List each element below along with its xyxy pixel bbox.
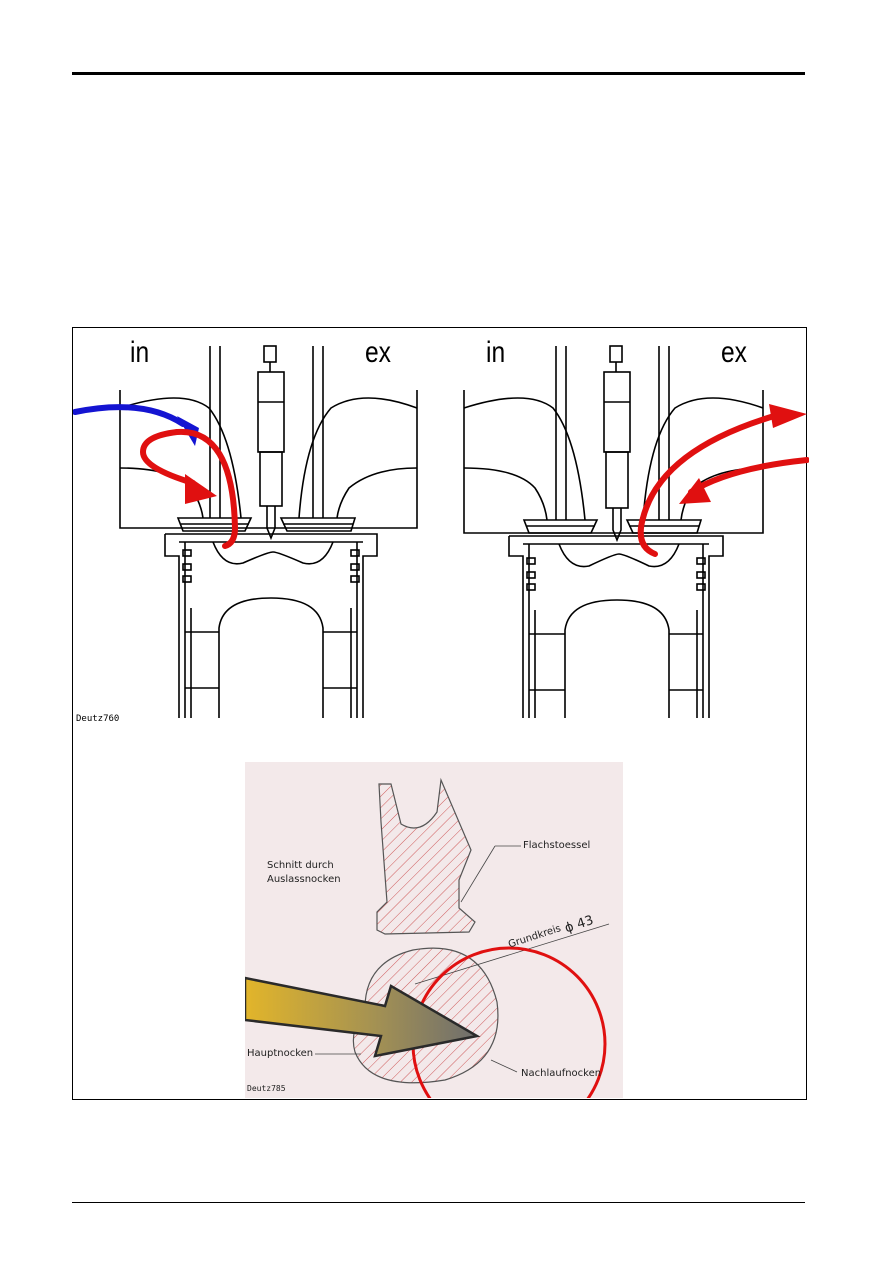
figure-frame: in ex xyxy=(72,327,810,1100)
cam-section-title-1: Schnitt durch xyxy=(267,860,334,871)
cam-section-image: Schnitt durch Auslassnocken Flachstoesse… xyxy=(245,762,623,1098)
figure-code-bottom: Deutz785 xyxy=(247,1084,286,1093)
footer-rule xyxy=(72,1202,805,1203)
label-main-cam: Hauptnocken xyxy=(247,1048,314,1059)
engine-exhaust-diagram: in ex xyxy=(429,328,810,718)
engine-intake-drawing xyxy=(72,345,418,718)
cam-section-title-2: Auslassnocken xyxy=(267,874,341,885)
label-in-right: in xyxy=(486,336,506,369)
engine-intake-diagram: in ex xyxy=(72,328,453,718)
figure-code-top: Deutz760 xyxy=(76,714,120,724)
label-in: in xyxy=(130,336,150,369)
label-ex-right: ex xyxy=(721,336,747,369)
header-rule xyxy=(72,72,805,75)
label-follower: Flachstoessel xyxy=(523,840,591,851)
engine-exhaust-drawing xyxy=(463,345,810,718)
label-ex: ex xyxy=(365,336,391,369)
cam-section-drawing xyxy=(245,777,610,1098)
label-trailing-cam: Nachlaufnocken xyxy=(521,1068,602,1079)
